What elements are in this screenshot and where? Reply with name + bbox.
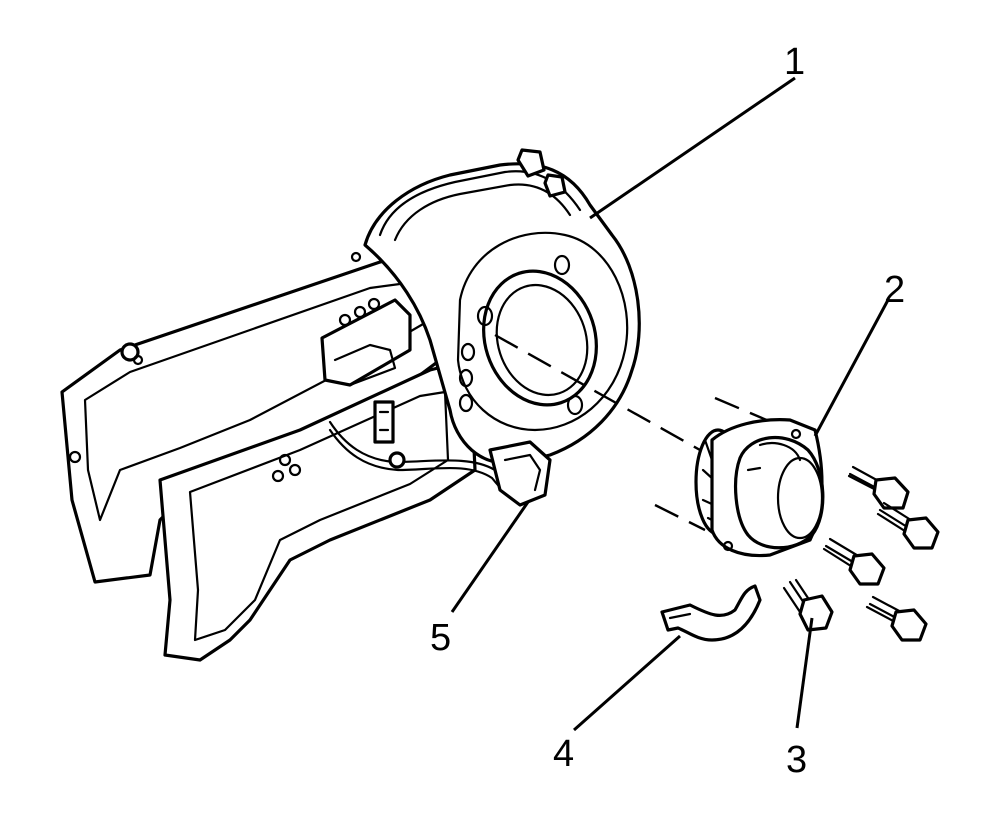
callout-labels: 1 2 3 4 5 xyxy=(430,41,905,781)
mounting-bolts xyxy=(782,465,940,642)
cooling-tube xyxy=(660,584,762,642)
bolt-lower-left xyxy=(822,537,886,586)
callout-2: 2 xyxy=(884,269,905,311)
callout-1: 1 xyxy=(784,41,805,83)
bolt-lower-right xyxy=(865,595,928,642)
blower-motor xyxy=(694,418,825,558)
assembly-lines xyxy=(494,333,791,532)
callout-5: 5 xyxy=(430,617,451,659)
bolt-middle xyxy=(876,501,940,550)
blower-housing xyxy=(60,148,641,662)
leader-lines xyxy=(450,76,890,732)
bolt-upper xyxy=(847,465,910,510)
wire-harness xyxy=(328,420,552,507)
bolt-callout-3 xyxy=(782,578,834,632)
callout-3: 3 xyxy=(786,739,807,781)
callout-4: 4 xyxy=(553,733,574,775)
